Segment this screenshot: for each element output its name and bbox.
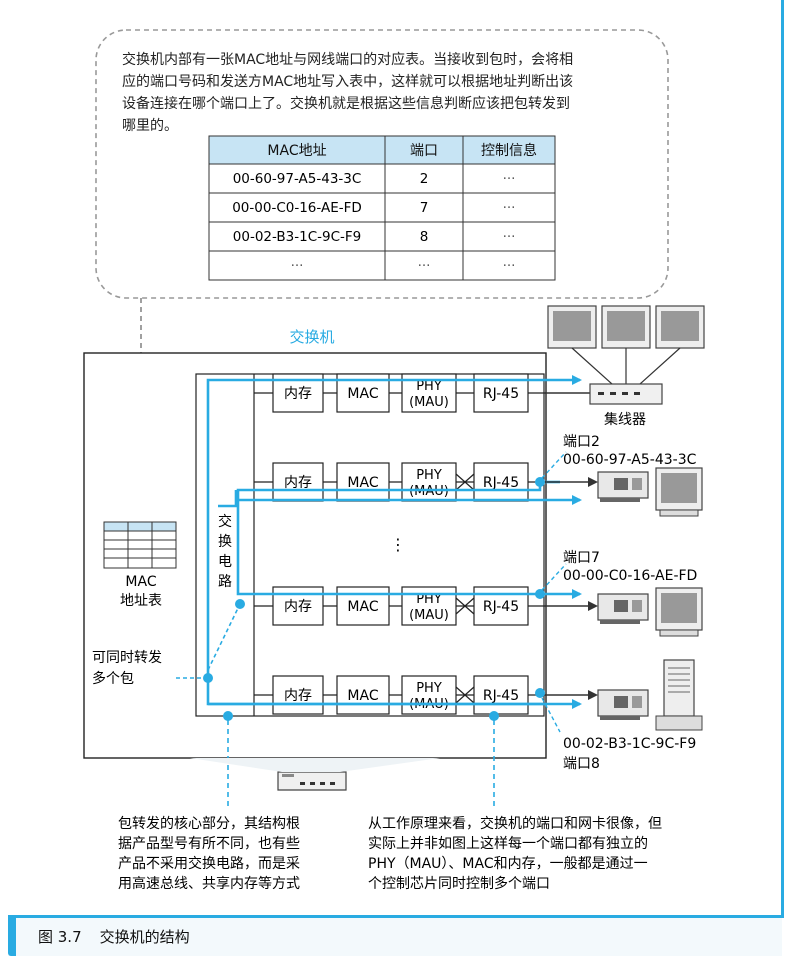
packet-flow-paths <box>206 375 580 709</box>
phy-block: PHY <box>416 468 442 483</box>
table-row: 00-02-B3-1C-9C-F9 8 ··· <box>208 221 556 252</box>
left-note-line: 据产品型号有所不同，也有些 <box>118 836 300 852</box>
port2-mac: 00-60-97-A5-43-3C <box>563 452 697 468</box>
left-note-line: 产品不采用交换电路，而是采 <box>118 855 300 872</box>
right-note-line: 实际上并非如图上这样每一个端口都有独立的 <box>368 835 648 852</box>
right-note-line: PHY（MAU）、MAC和内存，一般都是通过一 <box>368 856 648 872</box>
mac-table-label-2: 地址表 <box>120 593 162 609</box>
switching-circuit-label: 电 <box>218 554 232 570</box>
table-cell: ··· <box>418 258 431 274</box>
memory-block: 内存 <box>284 688 312 704</box>
port8-label: 端口8 <box>563 756 600 772</box>
callout-line-2: 应的端口号码和发送方MAC地址写入表中，这样就可以根据地址判断出该 <box>122 73 573 90</box>
phy-block-mau: (MAU) <box>409 395 449 410</box>
rj45-block: RJ-45 <box>483 599 519 615</box>
monitor-icon <box>655 305 705 349</box>
phy-block: PHY <box>416 379 442 394</box>
table-cell: 00-02-B3-1C-9C-F9 <box>233 229 361 245</box>
network-card-icon <box>597 471 649 502</box>
rj45-block: RJ-45 <box>483 386 519 402</box>
left-note-line: 用高速总线、共享内存等方式 <box>118 875 300 892</box>
table-header-control: 控制信息 <box>481 142 537 159</box>
port8-mac: 00-02-B3-1C-9C-F9 <box>563 736 696 752</box>
rj45-block: RJ-45 <box>483 688 519 704</box>
parallel-note: 可同时转发 <box>92 650 162 666</box>
mac-block: MAC <box>347 599 378 615</box>
switch-projection <box>190 758 440 772</box>
phy-block: PHY <box>416 592 442 607</box>
phy-block-mau: (MAU) <box>409 608 449 623</box>
monitor-icon <box>655 467 703 517</box>
table-cell: ··· <box>503 200 516 216</box>
figure-title: 交换机的结构 <box>99 928 190 946</box>
phy-block: PHY <box>416 681 442 696</box>
left-note-line: 包转发的核心部分，其结构根 <box>118 816 300 832</box>
memory-block: 内存 <box>284 599 312 615</box>
switching-circuit-label: 交 <box>218 513 232 530</box>
server-icon <box>655 659 703 731</box>
mac-block: MAC <box>347 475 378 491</box>
table-row: 00-60-97-A5-43-3C 2 ··· <box>208 163 556 194</box>
switch-device-icon <box>277 771 347 791</box>
caption-text: 图 3.7 交换机的结构 <box>38 926 208 948</box>
network-card-icon <box>597 593 649 624</box>
monitor-icon <box>547 305 597 349</box>
callout-line-4: 哪里的。 <box>122 118 178 134</box>
right-note-line: 从工作原理来看，交换机的端口和网卡很像，但 <box>368 815 662 832</box>
switching-circuit-label: 路 <box>218 574 232 590</box>
table-cell: ··· <box>503 171 516 187</box>
monitor-icon <box>601 305 651 349</box>
table-cell: ··· <box>503 229 516 245</box>
parallel-note-2: 多个包 <box>92 670 134 687</box>
hub-icon <box>589 383 663 405</box>
figure-number: 图 3.7 <box>38 928 82 946</box>
mac-table-label: MAC <box>125 574 156 590</box>
rj45-block: RJ-45 <box>483 475 519 491</box>
port-row-2: 内存 MAC PHY (MAU) RJ-45 <box>254 462 546 502</box>
table-cell: 8 <box>420 229 429 245</box>
port2-leader <box>541 451 567 479</box>
figure-caption: 图 3.7 交换机的结构 <box>8 915 782 956</box>
network-card-icon <box>597 689 649 720</box>
port2-label: 端口2 <box>563 434 600 450</box>
packet-flow-dots <box>203 477 545 721</box>
monitor-icon <box>655 587 703 637</box>
port7-mac: 00-00-C0-16-AE-FD <box>563 568 697 584</box>
mac-block: MAC <box>347 386 378 402</box>
mac-table-icon <box>103 521 177 569</box>
memory-block: 内存 <box>284 386 312 402</box>
table-header-mac: MAC地址 <box>267 143 326 159</box>
table-row: 00-00-C0-16-AE-FD 7 ··· <box>208 192 556 223</box>
callout-line-3: 设备连接在哪个端口上了。交换机就是根据这些信息判断应该把包转发到 <box>122 95 570 112</box>
page-edge-bar <box>781 0 784 918</box>
table-cell: ··· <box>503 258 516 274</box>
table-header-port: 端口 <box>410 143 438 159</box>
port-row-4: 内存 MAC PHY (MAU) RJ-45 <box>254 675 546 715</box>
port7-label: 端口7 <box>563 550 600 566</box>
table-cell: 00-00-C0-16-AE-FD <box>232 200 362 216</box>
more-ports-ellipsis: ⋮ <box>390 535 406 554</box>
memory-block: 内存 <box>284 475 312 491</box>
table-cell: ··· <box>291 258 304 274</box>
hub-label: 集线器 <box>604 411 646 428</box>
table-cell: 2 <box>420 171 429 187</box>
switch-title: 交换机 <box>289 328 334 346</box>
table-cell: 7 <box>420 200 429 216</box>
table-cell: 00-60-97-A5-43-3C <box>233 171 362 187</box>
port7-leader <box>541 563 567 591</box>
callout-line-1: 交换机内部有一张MAC地址与网线端口的对应表。当接收到包时，会将相 <box>122 51 573 68</box>
mac-block: MAC <box>347 688 378 704</box>
parallel-note-pointer <box>207 603 241 671</box>
table-row: ··· ··· ··· <box>208 250 556 281</box>
phy-block-mau: (MAU) <box>409 484 449 499</box>
right-note-line: 个控制芯片同时控制多个端口 <box>368 875 550 892</box>
mac-address-table: MAC地址 端口 控制信息 00-60-97-A5-43-3C 2 ··· 00… <box>208 135 556 281</box>
switching-circuit-label: 换 <box>218 533 232 550</box>
caption-accent <box>8 915 16 956</box>
